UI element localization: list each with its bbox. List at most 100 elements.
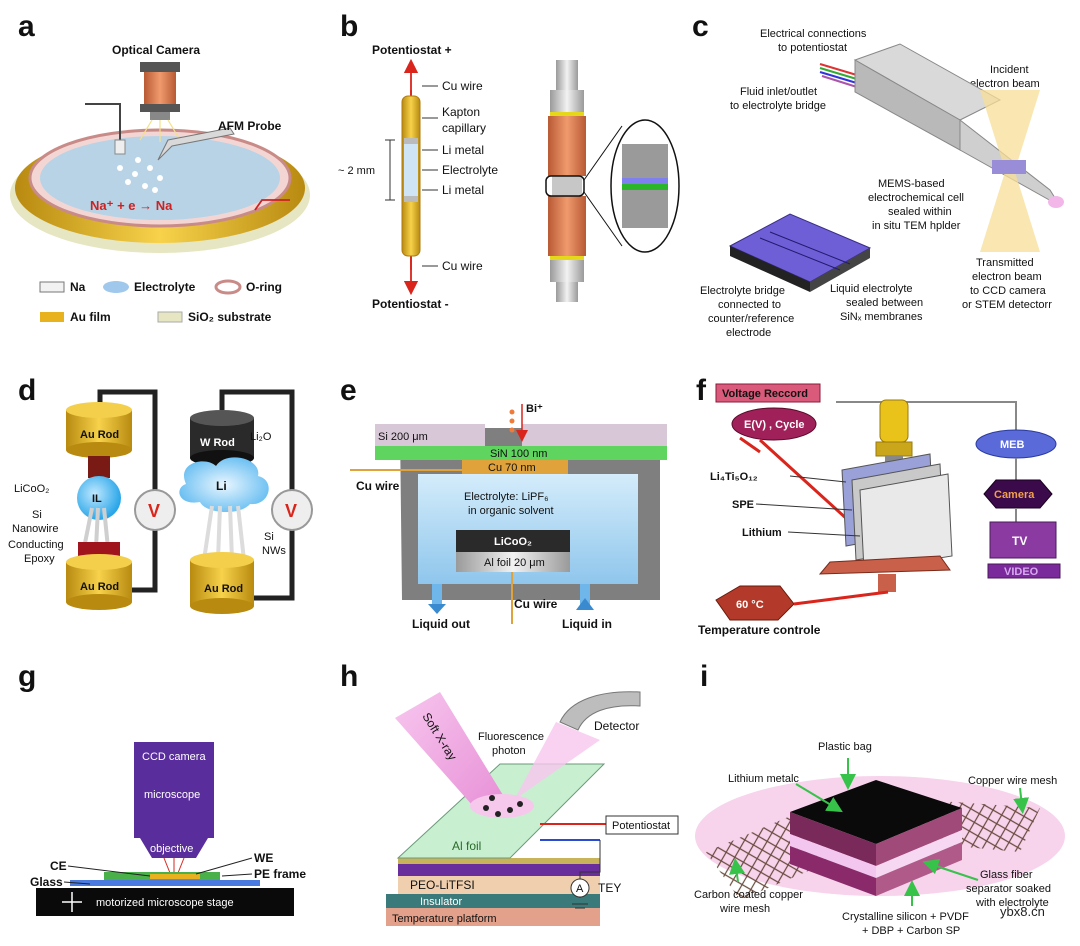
licoo2-block [88, 456, 110, 478]
insulator-label: Insulator [420, 896, 463, 908]
elec-conn-1: Electrical connections [760, 28, 867, 40]
stage-move-icon [62, 892, 82, 912]
panel-i: i Plastic bag Lithium metalc Copper wire… [694, 660, 1065, 937]
si-wafer-left [375, 424, 485, 446]
fluor-1: Fluorescence [478, 731, 544, 743]
electrolyte-label-2: in organic solvent [468, 505, 554, 517]
ev-cycle-ellipse [731, 407, 817, 441]
epoxy-label-1: Conducting [8, 539, 64, 551]
incident-1: Incident [990, 64, 1029, 76]
licoo2-label: LiCoO₂ [14, 483, 49, 495]
w-rod-label: W Rod [200, 437, 235, 449]
stack-side-1 [876, 808, 962, 866]
cu-wire-bottom-label: Cu wire [514, 597, 558, 611]
voltmeter-right [271, 489, 313, 531]
mems-2: electrochemical cell [868, 192, 964, 204]
watermark: ybx8.cn [1000, 904, 1045, 919]
afm-probe-icon [157, 127, 235, 161]
si-nws-label-2: NWs [262, 545, 286, 557]
panel-g: g CCD camera microscope objective motori… [18, 660, 306, 916]
potentiostat-box [605, 815, 679, 835]
sin-label: SiN 100 nm [490, 448, 547, 460]
cell-assembly [545, 60, 680, 302]
lto-label: Li₄Ti₅O₁₂ [710, 471, 758, 483]
trans-3: to CCD camera [970, 285, 1047, 297]
cu-wire-bottom-label: Cu wire [442, 259, 483, 273]
lithium-layer [859, 473, 953, 571]
al-foil-layer [456, 552, 570, 572]
mems-3: sealed within [888, 206, 952, 218]
insulator-layer [386, 894, 600, 908]
panel-letter-a: a [18, 10, 35, 43]
conducting-epoxy [78, 542, 120, 558]
bi-label: Bi⁺ [526, 403, 543, 415]
microscope-label: microscope [144, 789, 200, 801]
electrode-wire [85, 103, 121, 145]
kapton-label-2: capillary [442, 121, 486, 135]
au-rod-bottom-left-label: Au Rod [80, 581, 119, 593]
bridge-4: electrode [726, 327, 771, 339]
si-label-1: Si [32, 509, 42, 521]
tey-label: TEY [598, 881, 621, 895]
soft-xray-beam [395, 692, 506, 814]
panel-f: f Voltage Reccord E(V) , Cycle Li₄Ti₅O₁₂… [696, 374, 1061, 637]
il-droplet [77, 476, 121, 520]
epoxy-label-2: Epoxy [24, 553, 55, 565]
particles [483, 795, 523, 817]
incident-beam [980, 90, 1040, 170]
panel-letter-i: i [700, 660, 708, 693]
legend-a: Na Electrolyte O-ring Au film SiO₂ subst… [39, 279, 282, 324]
cu-wire-top-label: Cu wire [442, 79, 483, 93]
pot-minus-label: Potentiostat - [372, 297, 449, 311]
separator-front [790, 834, 876, 878]
potentiostat-label: Potentiostat [612, 820, 670, 832]
optical-camera-label: Optical Camera [112, 43, 200, 57]
video-label: VIDEO [1004, 566, 1039, 578]
detector-label: Detector [594, 719, 639, 733]
kapton-label-1: Kapton [442, 105, 480, 119]
si-label-2: Nanowire [12, 523, 58, 535]
il-label: IL [92, 493, 102, 505]
temp-platform-label: Temperature platform [392, 913, 497, 925]
fluor-2: photon [492, 745, 526, 757]
panel-letter-e: e [340, 374, 357, 407]
liquid-2: sealed between [846, 297, 923, 309]
sin-membrane [375, 446, 667, 460]
objective-body [140, 838, 208, 858]
temp-ctrl-label: Temperature controle [698, 623, 821, 637]
al-foil-label: Al foil [452, 839, 481, 853]
separator-side [876, 830, 962, 878]
liquid-3: SiNₓ membranes [840, 311, 923, 323]
liquid-in-label: Liquid in [562, 617, 612, 631]
pot-plus-label: Potentiostat + [372, 43, 452, 57]
beam-spot [470, 794, 534, 818]
si-nanowires-left [82, 507, 110, 549]
cryst-label-1: Crystalline silicon + PVDF [842, 911, 969, 923]
glass-slide [70, 880, 260, 886]
legend-sio2: SiO₂ substrate [188, 310, 272, 324]
we-label: WE [254, 851, 273, 865]
electrolyte-label-1: Electrolyte: LiPF₆ [464, 491, 549, 503]
heater-plate [818, 555, 951, 575]
bridge-3: counter/reference [708, 313, 794, 325]
legend-electrolyte: Electrolyte [134, 280, 196, 294]
silicon-side [876, 842, 962, 896]
bridge-2: connected to [718, 299, 781, 311]
bi-ions [509, 409, 515, 433]
li2o-label: Li₂O [250, 431, 272, 443]
glass-label-3: with electrolyte [975, 897, 1049, 909]
panel-b: b Potentiostat + Potentiostat - ~ 2 mm C… [338, 10, 680, 311]
objective-label: objective [150, 843, 193, 855]
stack-front-1 [790, 812, 876, 866]
temp-platform-layer [386, 908, 600, 926]
electrode-layer [398, 864, 600, 876]
legend-sio2-swatch [157, 311, 183, 323]
incident-2: electron beam [970, 78, 1040, 90]
voltmeter-left [134, 489, 176, 531]
cu-film [462, 460, 568, 474]
mems-4: in situ TEM hplder [872, 220, 961, 232]
electrolyte-label: Electrolyte [442, 163, 498, 177]
liquid-out-arrow [428, 604, 446, 614]
reaction-label: Na⁺ + e → Na [90, 198, 173, 213]
panel-c: c Electrical connections to potentiostat… [692, 10, 1064, 339]
